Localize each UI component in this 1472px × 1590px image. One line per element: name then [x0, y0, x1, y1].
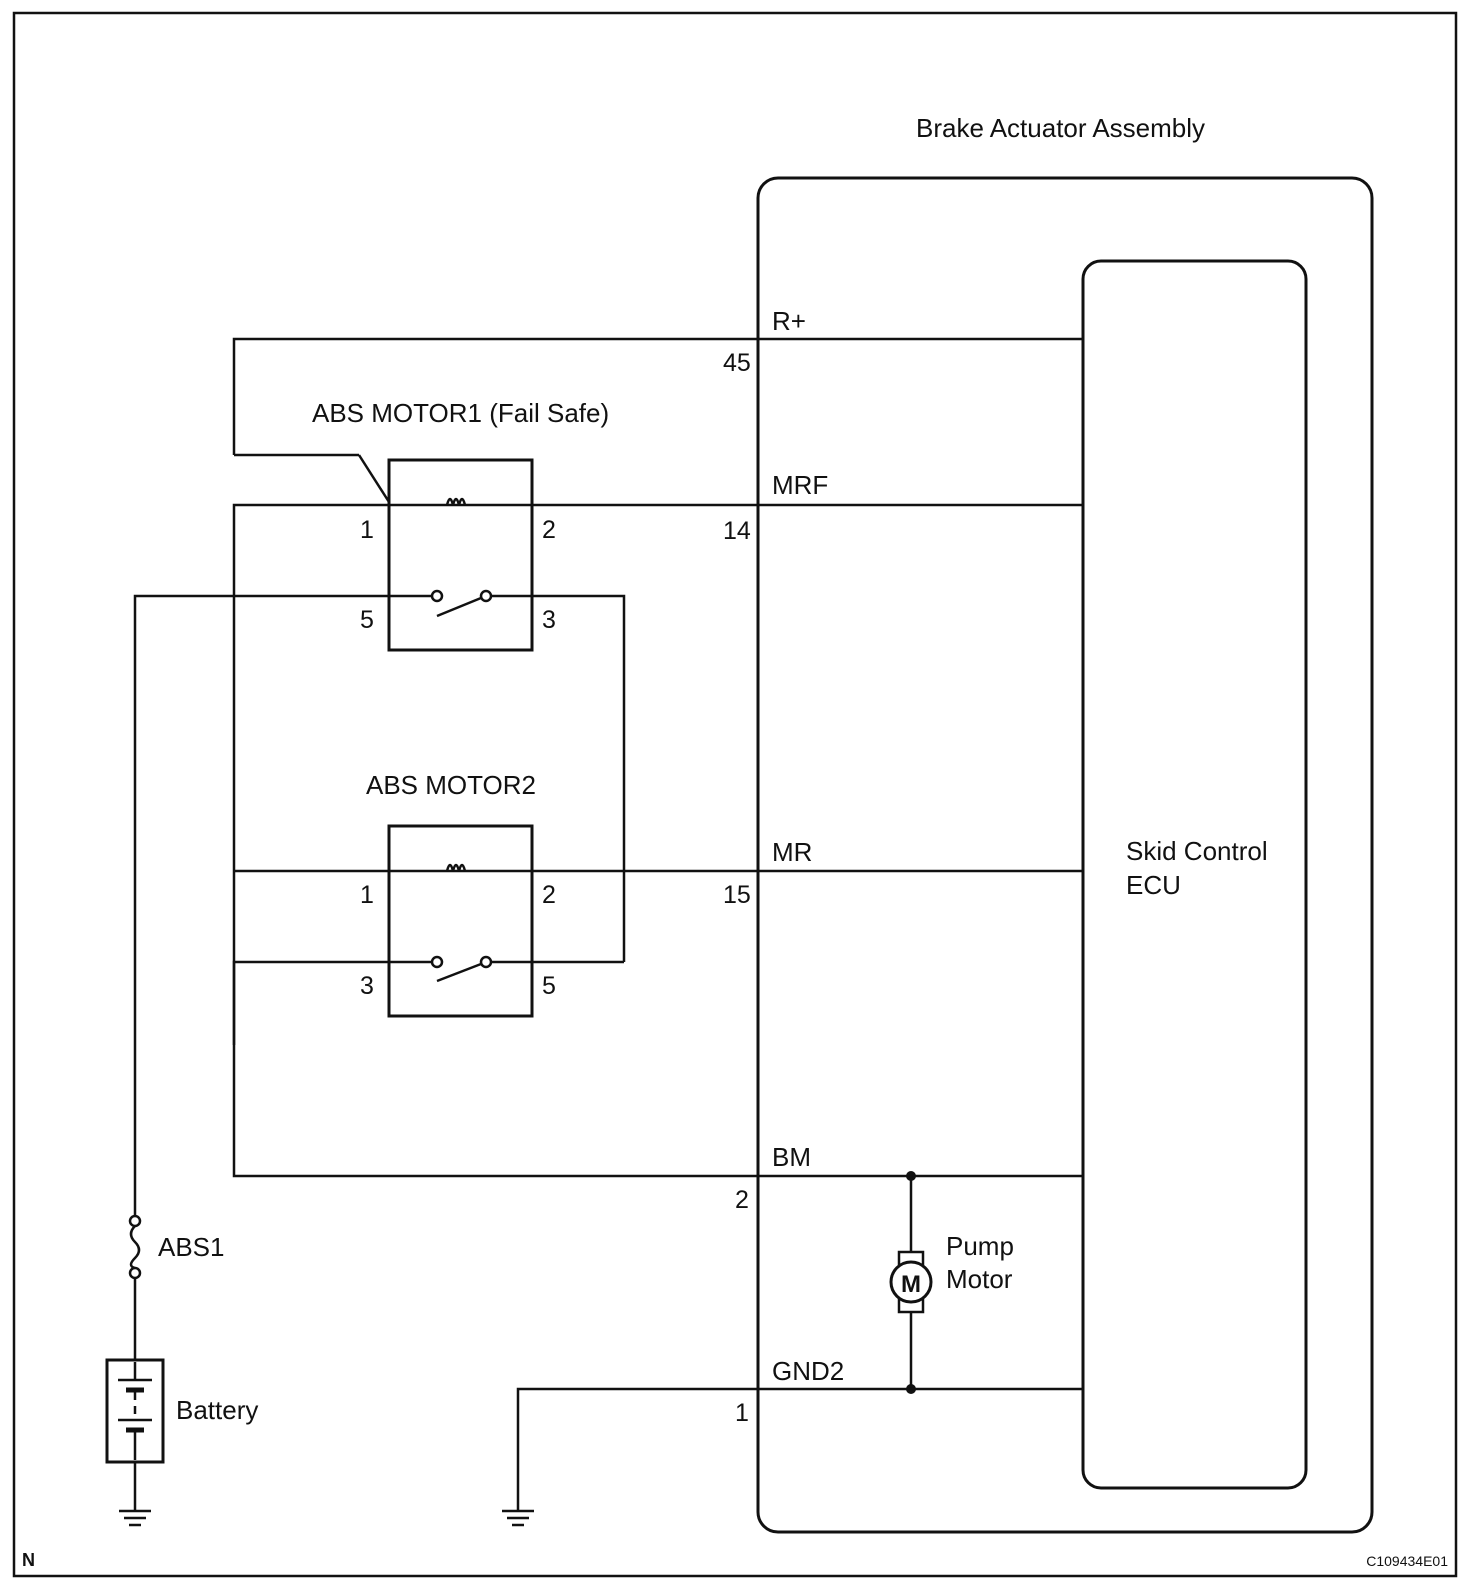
relay1-contact-right — [479, 589, 493, 603]
terminal-mr-pin: 15 — [723, 881, 751, 909]
relay1-pin2: 2 — [542, 516, 556, 544]
ground-icon — [502, 1509, 534, 1527]
terminal-bm-pin: 2 — [735, 1186, 749, 1214]
relay2-pin2: 2 — [542, 881, 556, 909]
terminal-mr-name: MR — [772, 837, 812, 867]
wire-relay-switch-link — [491, 594, 626, 962]
fuse-label: ABS1 — [158, 1232, 225, 1262]
relay2-contact-left — [430, 955, 444, 969]
corner-right-label: C109434E01 — [1366, 1553, 1448, 1569]
outer-frame — [12, 11, 1458, 1578]
relay2-pin5: 5 — [542, 972, 556, 1000]
terminal-bm-name: BM — [772, 1142, 811, 1172]
relay2-contact-right — [479, 955, 493, 969]
wire-battery-feed — [133, 594, 389, 1216]
ecu-label-line1: Skid Control — [1126, 836, 1268, 866]
corner-left-label: N — [22, 1550, 35, 1570]
pump-motor-icon — [889, 1260, 933, 1304]
brake-actuator-box — [756, 176, 1374, 1534]
relay2-switch-icon — [436, 962, 482, 983]
fuse-icon — [128, 1214, 142, 1280]
terminal-mrf-name: MRF — [772, 470, 828, 500]
relay1-coil-icon — [445, 497, 467, 506]
pump-motor-label-line1: Pump — [946, 1231, 1014, 1261]
wire-r-plus — [232, 337, 1083, 455]
relay2-pin3: 3 — [360, 972, 374, 1000]
terminal-r-plus-name: R+ — [772, 306, 806, 336]
terminal-gnd2-pin: 1 — [735, 1399, 749, 1427]
pump-motor-label-line2: Motor — [946, 1264, 1013, 1294]
relay2-box — [387, 824, 534, 1018]
battery-ground-icon — [119, 1509, 151, 1527]
relay1-label: ABS MOTOR1 (Fail Safe) — [312, 398, 609, 428]
motor-symbol: M — [901, 1271, 921, 1298]
relay1-pin5: 5 — [360, 606, 374, 634]
relay1-box — [387, 458, 534, 652]
relay2-label: ABS MOTOR2 — [366, 770, 536, 800]
wire-gnd2 — [516, 1387, 1083, 1510]
relay1-pin1: 1 — [360, 516, 374, 544]
relay1-pin3: 3 — [542, 606, 556, 634]
battery-icon — [118, 1362, 152, 1460]
relay1-contact-left — [430, 589, 444, 603]
terminal-gnd2-name: GND2 — [772, 1356, 844, 1386]
ecu-box — [1081, 259, 1308, 1490]
relay1-switch-icon — [436, 596, 482, 618]
wire-relay-coil-common — [232, 503, 389, 1045]
relay2-pin1: 1 — [360, 881, 374, 909]
terminal-mrf-pin: 14 — [723, 517, 751, 545]
brake-actuator-label: Brake Actuator Assembly — [916, 113, 1205, 143]
wire-bm — [232, 960, 1083, 1178]
terminal-r-plus-pin: 45 — [723, 349, 751, 377]
relay2-coil-icon — [445, 863, 467, 872]
battery-label: Battery — [176, 1395, 258, 1425]
ecu-label-line2: ECU — [1126, 870, 1181, 900]
wire-r-plus-diagonal — [357, 454, 391, 503]
